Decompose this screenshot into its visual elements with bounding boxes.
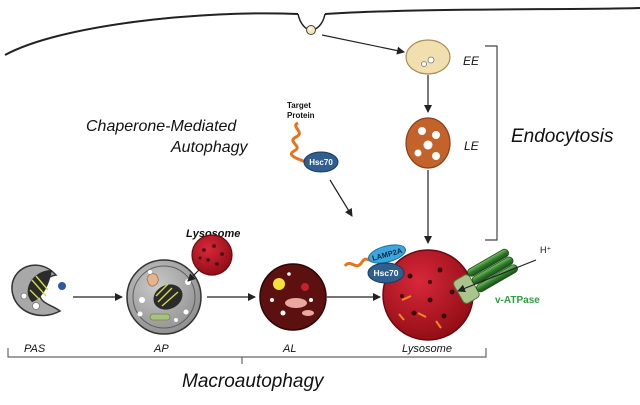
le-label: LE [464,139,480,153]
pas-label: PAS [24,343,46,355]
small-lysosome-label: Lysosome [186,228,240,240]
plasma-membrane [4,7,640,56]
macroautophagy-bracket [7,348,487,364]
cma-label-line2: Autophagy [170,139,249,156]
hsc70-chaperone [303,151,339,173]
endocytosis-label: Endocytosis [511,126,614,147]
target-protein-chain [290,121,309,165]
autolysosome [259,263,327,331]
arrow-small-lysosome-to-ap [187,269,200,282]
macroautophagy-label: Macroautophagy [182,371,325,392]
target-protein-label-line2: Protein [287,111,315,120]
proton-label: H⁺ [540,245,551,255]
al-label: AL [282,343,296,355]
ap-label: AP [153,343,169,355]
lamp2a-receptor [368,244,406,264]
arrow-proton-into-lysosome [457,259,537,293]
hsc70-chaperone-label: Hsc70 [309,158,333,167]
hsc70-at-lysosome [367,262,405,284]
ee-label: EE [463,54,480,68]
vatpase-label: v-ATPase [495,295,540,306]
arrow-cma-to-lysosome [329,179,353,217]
lysosome-label: Lysosome [402,343,452,355]
cma-label-line1: Chaperone-Mediated [86,118,237,135]
early-endosome [405,39,451,75]
arrow-vesicle-to-ee [321,34,405,55]
hsc70-at-lysosome-label: Hsc70 [373,268,398,278]
endocytosis-bracket [485,45,498,241]
target-protein-label-line1: Target [287,101,311,110]
small-lysosome [191,234,233,276]
